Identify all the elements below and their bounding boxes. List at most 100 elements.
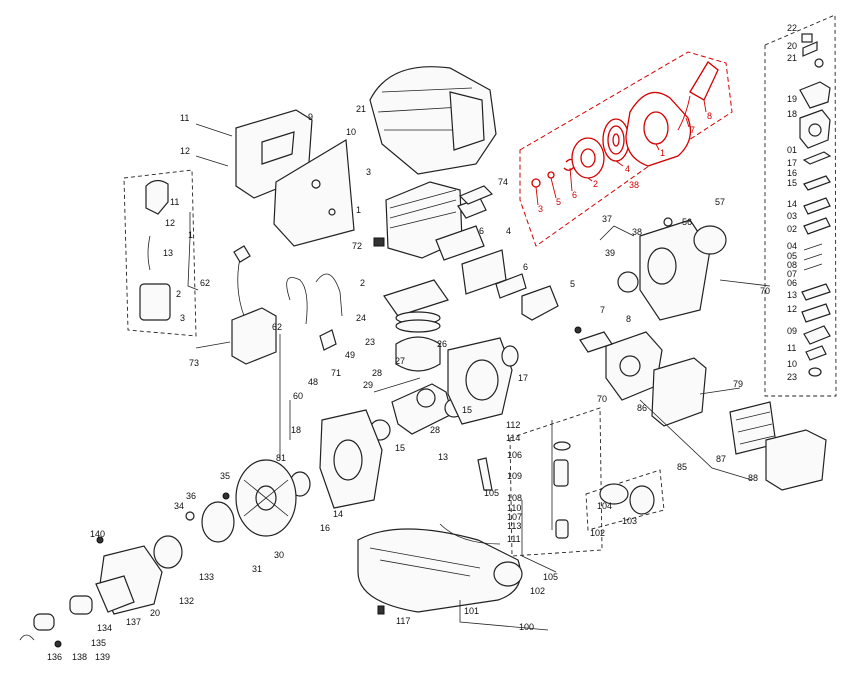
part-label-105a: 105 [484,488,499,498]
part-label-56: 56 [682,217,692,227]
part-label-19: 19 [787,94,797,104]
part-label-135: 135 [91,638,106,648]
part-label-05: 05 [787,251,797,261]
part-label-10r: 10 [787,359,797,369]
part-label-106: 106 [507,450,522,460]
part-label-09: 09 [787,326,797,336]
part-label-1a: 1 [356,205,361,215]
part-label-79: 79 [733,379,743,389]
part-label-2a: 2 [176,289,181,299]
part-label-36: 36 [186,491,196,501]
part-label-20r: 20 [787,41,797,51]
part-label-111: 111 [507,534,521,544]
fuel-tank [357,523,523,615]
part-label-11r: 11 [787,343,796,353]
part-label-22: 22 [787,23,797,33]
part-label-18r: 18 [787,109,797,119]
part-label-103: 103 [622,516,637,526]
part-label-13r: 13 [787,290,797,300]
intake-gasket [435,225,485,261]
part-label-6b: 6 [523,262,528,272]
part-label-12a: 12 [180,146,190,156]
part-label-04: 04 [787,241,797,251]
part-label-62a: 62 [200,278,210,288]
ignition-cap-group [123,169,197,337]
part-label-112: 112 [506,420,520,430]
part-label-23r: 23 [787,372,797,382]
part-label-r6: 6 [572,190,577,200]
part-label-102a: 102 [590,528,605,538]
part-label-113: 113 [507,521,521,531]
part-label-30: 30 [274,550,284,560]
part-label-11a: 11 [180,113,189,123]
heat-shield [273,138,355,247]
part-label-139: 139 [95,652,110,662]
part-label-28b: 28 [430,425,440,435]
part-label-14r: 14 [787,199,797,209]
part-label-r2: 2 [593,179,598,189]
starter-housing [617,217,727,321]
part-label-114: 114 [506,433,520,443]
part-label-9: 9 [308,112,313,122]
part-label-107: 107 [507,512,522,522]
crankcase [289,337,519,509]
part-label-48: 48 [308,377,318,387]
part-label-101: 101 [464,606,479,616]
assembly-brackets [187,212,771,631]
part-label-07: 07 [787,269,797,279]
part-label-15r: 15 [787,178,797,188]
part-label-39: 39 [605,248,615,258]
part-label-105b: 105 [543,572,558,582]
part-label-20: 20 [150,608,160,618]
part-label-60: 60 [293,391,303,401]
part-label-11b: 11 [170,197,179,207]
engine-cover [369,66,497,175]
part-label-117: 117 [396,616,410,626]
fuel-line-kit [477,407,603,557]
part-label-16: 16 [320,523,330,533]
part-label-17: 17 [518,373,528,383]
gasket-6 [495,273,527,299]
part-label-104: 104 [597,501,612,511]
part-label-57: 57 [715,197,725,207]
part-label-31: 31 [252,564,262,574]
ignition-coil [195,245,343,365]
part-label-24: 24 [356,313,366,323]
part-label-14: 14 [333,509,343,519]
part-label-21r: 21 [787,53,797,63]
part-label-37: 37 [602,214,612,224]
part-label-49: 49 [345,350,355,360]
part-label-3a: 3 [366,167,371,177]
part-label-134: 134 [97,623,112,633]
part-label-109: 109 [507,471,522,481]
part-label-28a: 28 [372,368,382,378]
part-label-01: 01 [787,145,797,155]
part-label-140: 140 [90,529,105,539]
part-label-8: 8 [626,314,631,324]
part-label-81: 81 [276,453,286,463]
part-label-137: 137 [126,617,141,627]
part-label-34: 34 [174,501,184,511]
part-label-136: 136 [47,652,62,662]
part-label-17r: 17 [787,158,797,168]
part-label-27: 27 [395,356,405,366]
part-label-102b: 102 [530,586,545,596]
flywheel [185,459,297,543]
part-label-74: 74 [498,177,508,187]
part-label-21a: 21 [356,104,366,114]
part-label-15b: 15 [395,443,405,453]
part-label-108: 108 [507,493,522,503]
part-label-08: 08 [787,260,797,270]
part-label-r5: 5 [556,197,561,207]
part-label-71: 71 [331,368,341,378]
part-label-85: 85 [677,462,687,472]
part-label-r3: 3 [538,204,543,214]
part-label-13a: 13 [163,248,173,258]
part-label-29: 29 [363,380,373,390]
part-label-06: 06 [787,278,797,288]
part-label-r1: 1 [660,148,665,158]
part-label-72: 72 [352,241,362,251]
part-label-12r: 12 [787,304,797,314]
